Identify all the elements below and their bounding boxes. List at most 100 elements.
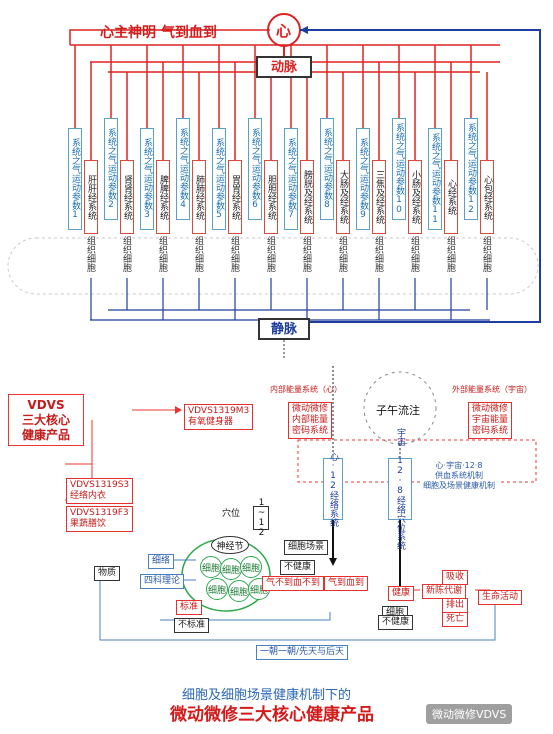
unhealthy-box-2: 不健康 bbox=[378, 615, 414, 630]
vdvs-1319m3-box: VDVS1319M3 有氧健身器 bbox=[184, 404, 254, 430]
tissue-cell-label-3: 组织细胞 bbox=[157, 236, 167, 272]
nerve-node-label: 神经节 bbox=[216, 541, 244, 552]
vdvs-1319f3-code: VDVS1319F3 bbox=[70, 508, 129, 518]
nerve-node: 神经节 bbox=[211, 536, 249, 554]
organ-meridian-box-10: 小肠及经系统 bbox=[408, 160, 422, 234]
tissue-cell-label-2: 组织细胞 bbox=[121, 236, 131, 272]
vdvs-main-box: VDVS 三大核心 健康产品 bbox=[8, 394, 84, 446]
organ-meridian-box-12: 心包经系统 bbox=[480, 160, 494, 234]
organ-meridian-box-8: 大肠及经系统 bbox=[336, 160, 350, 234]
excrete-box: 排出 bbox=[442, 598, 469, 613]
sync-line2: 供血系统机制 bbox=[435, 471, 483, 480]
system-qi-box-7: 系统之气运动参数7 bbox=[284, 128, 298, 230]
cell-scene-box: 细胞场景 bbox=[284, 540, 329, 555]
bottom-title-1: 细胞及细胞场景健康机制下的 bbox=[182, 688, 352, 703]
vdvs-main-line3: 健康产品 bbox=[21, 428, 70, 442]
organ-meridian-box-7: 膀胱及经系统 bbox=[300, 160, 314, 234]
organ-meridian-box-5: 胃胃经系统 bbox=[228, 160, 242, 234]
cell-circle-3: 细胞 bbox=[240, 556, 262, 578]
heart12-box: 心·12经络系统 bbox=[323, 452, 343, 527]
tissue-cell-label-11: 组织细胞 bbox=[445, 236, 455, 272]
day-night-box: 一朝一朝/先天与后天 bbox=[256, 645, 349, 660]
watermark: 微动微修VDVS bbox=[426, 704, 513, 724]
ziwu-label: 子午流注 bbox=[376, 404, 420, 417]
metabolism-box: 新陈代谢 bbox=[422, 584, 467, 599]
univ12-box: 宇宙·12·8经络穴位系统 bbox=[388, 428, 412, 550]
tissue-cell-label-1: 组织细胞 bbox=[85, 236, 95, 272]
death-box: 死亡 bbox=[442, 612, 469, 627]
vdvs-main-line1: VDVS bbox=[27, 398, 65, 412]
qi-not-blood-box: 气不到血不到 bbox=[262, 576, 325, 591]
outer-energy-line3: 密码系统 bbox=[472, 426, 509, 436]
system-qi-box-6: 系统之气运动参数6 bbox=[248, 118, 262, 220]
sync-mechanism-box: 心·宇宙·12·8 供血系统机制 细胞及场景健康机制 bbox=[420, 460, 498, 492]
vein-label: 静脉 bbox=[270, 322, 297, 337]
cell-circle-4: 细胞 bbox=[206, 578, 228, 600]
inner-energy-line1: 微动微修 bbox=[292, 404, 329, 414]
healthy-box: 健康 bbox=[388, 586, 415, 601]
artery-box: 动脉 bbox=[256, 56, 312, 78]
nonstandard-box: 不标准 bbox=[174, 618, 210, 633]
one-two-box: 1~12 bbox=[253, 498, 269, 538]
standard-box: 标准 bbox=[176, 600, 203, 615]
outer-energy-title: 外部能量系统（宇宙） bbox=[452, 385, 532, 394]
vdvs-1319f3-name: 果蔬膳饮 bbox=[70, 519, 107, 529]
tissue-cell-label-10: 组织细胞 bbox=[409, 236, 419, 272]
watermark-label: 微动微修VDVS bbox=[432, 708, 507, 721]
tissue-cell-label-9: 组织细胞 bbox=[373, 236, 383, 272]
system-qi-box-10: 系统之气运动参数10 bbox=[392, 118, 406, 220]
organ-meridian-box-4: 肺肺经系统 bbox=[192, 160, 206, 234]
tissue-cell-label-7: 组织细胞 bbox=[301, 236, 311, 272]
system-qi-box-3: 系统之气运动参数3 bbox=[140, 128, 154, 230]
system-qi-box-4: 系统之气运动参数4 bbox=[176, 118, 190, 220]
outer-energy-line1: 微动微修 bbox=[472, 404, 509, 414]
artery-label: 动脉 bbox=[270, 60, 297, 75]
tissue-cell-label-4: 组织细胞 bbox=[193, 236, 203, 272]
organ-meridian-box-6: 胆胆经系统 bbox=[264, 160, 278, 234]
four-theory-box: 四科理论 bbox=[140, 574, 185, 589]
system-qi-box-5: 系统之气运动参数5 bbox=[212, 128, 226, 230]
vdvs-1319s3-code: VDVS1319S3 bbox=[70, 480, 130, 490]
inner-energy-title: 内部能量系统（心） bbox=[270, 385, 342, 394]
tissue-cell-label-12: 组织细胞 bbox=[481, 236, 491, 272]
vdvs-main-line2: 三大核心 bbox=[21, 413, 70, 427]
vein-box: 静脉 bbox=[258, 318, 310, 340]
vdvs-1319s3-name: 经络内衣 bbox=[70, 491, 107, 501]
bottom-title-2: 微动微修三大核心健康产品 bbox=[170, 705, 374, 725]
system-qi-box-8: 系统之气运动参数8 bbox=[320, 118, 334, 220]
acupoint-label: 穴位 bbox=[222, 509, 241, 519]
meridian-box: 细络 bbox=[148, 554, 175, 569]
vdvs-1319f3-box: VDVS1319F3 果蔬膳饮 bbox=[66, 506, 133, 532]
inner-energy-line2: 内部能量 bbox=[292, 415, 329, 425]
tissue-cell-label-5: 组织细胞 bbox=[229, 236, 239, 272]
inner-energy-box: 微动微修 内部能量 密码系统 bbox=[288, 402, 333, 439]
top-title: 心主神明 气到血到 bbox=[100, 25, 217, 41]
system-qi-box-1: 系统之气运动参数1 bbox=[68, 128, 82, 230]
cell-circle-5: 细胞 bbox=[228, 580, 250, 602]
cell-circle-2: 细胞 bbox=[220, 558, 242, 580]
inner-energy-line3: 密码系统 bbox=[292, 426, 329, 436]
cell-circle-1: 细胞 bbox=[200, 556, 222, 578]
system-qi-box-2: 系统之气运动参数2 bbox=[104, 118, 118, 220]
matter-box: 物质 bbox=[94, 566, 121, 581]
qi-blood-box: 气到血到 bbox=[324, 576, 369, 591]
outer-energy-line2: 宇宙能量 bbox=[472, 415, 509, 425]
heart-label: 心 bbox=[276, 22, 292, 40]
organ-meridian-box-11: 心经系统 bbox=[444, 160, 458, 234]
unhealthy-box-1: 不健康 bbox=[280, 560, 316, 575]
vdvs-1319s3-box: VDVS1319S3 经络内衣 bbox=[66, 478, 134, 504]
organ-meridian-box-1: 肝肝经系统 bbox=[84, 160, 98, 234]
sync-line1: 心·宇宙·12·8 bbox=[435, 461, 483, 470]
system-qi-box-12: 系统之气运动参数12 bbox=[464, 118, 478, 220]
system-qi-box-11: 系统之气运动参数11 bbox=[428, 128, 442, 230]
outer-energy-box: 微动微修 宇宙能量 密码系统 bbox=[468, 402, 513, 439]
absorb-box: 吸收 bbox=[442, 570, 469, 585]
vdvs-1319m3-name: 有氧健身器 bbox=[188, 417, 234, 427]
sync-line3: 细胞及场景健康机制 bbox=[423, 481, 495, 490]
organ-meridian-box-3: 脾脾经系统 bbox=[156, 160, 170, 234]
vdvs-1319m3-code: VDVS1319M3 bbox=[188, 406, 250, 416]
tissue-cell-label-6: 组织细胞 bbox=[265, 236, 275, 272]
tissue-cell-label-8: 组织细胞 bbox=[337, 236, 347, 272]
